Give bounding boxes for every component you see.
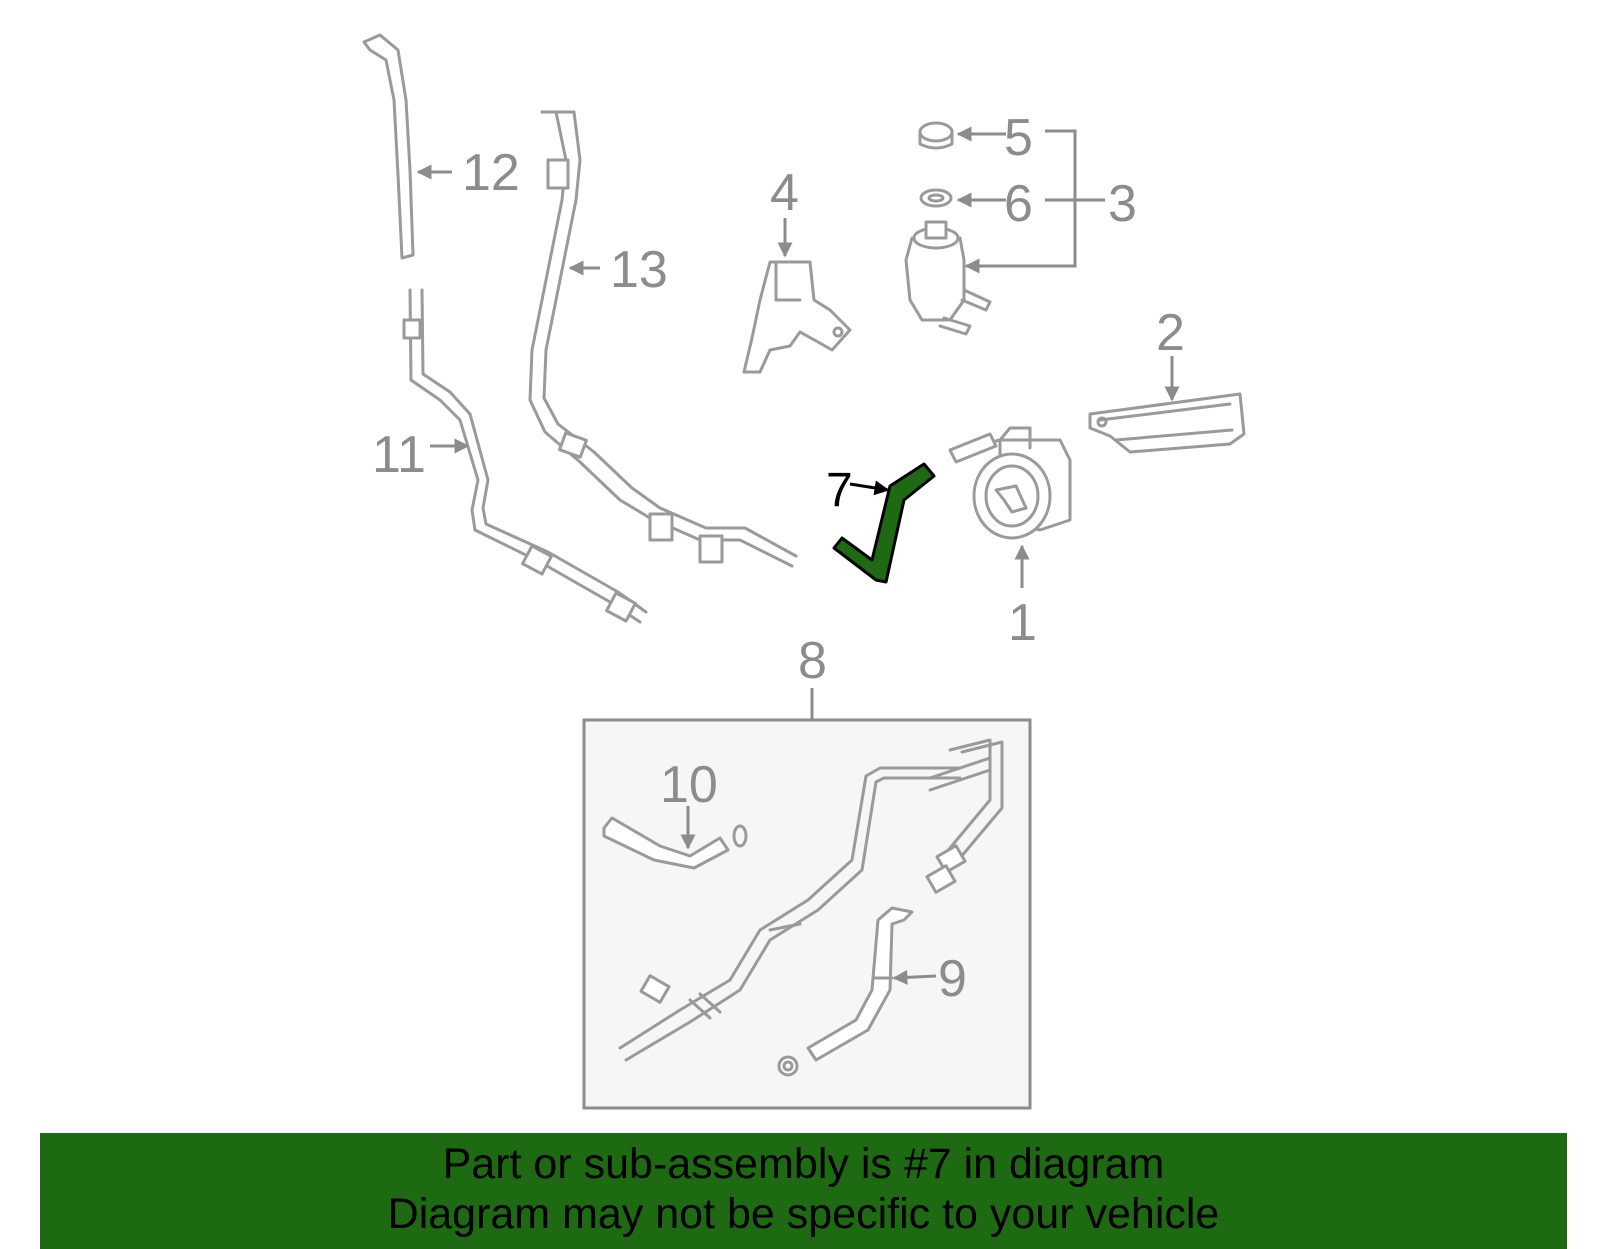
callout-10: 10 xyxy=(660,756,718,814)
part-3-reservoir[interactable] xyxy=(904,220,992,336)
callout-1: 1 xyxy=(1008,594,1037,652)
part-8-line-assembly[interactable] xyxy=(618,738,1004,1062)
part-13-pressure-hose[interactable] xyxy=(528,110,798,568)
part-9-hose[interactable] xyxy=(777,906,914,1077)
callout-11: 11 xyxy=(372,426,426,484)
callout-7: 7 xyxy=(826,464,853,517)
part-12-hose[interactable] xyxy=(362,33,415,260)
callout-13: 13 xyxy=(610,241,668,299)
callout-12: 12 xyxy=(462,144,520,202)
leader-9 xyxy=(892,969,937,985)
part-6-seal[interactable] xyxy=(919,188,953,208)
part-7-hose-highlighted[interactable] xyxy=(832,462,936,584)
leader-7 xyxy=(849,480,890,496)
part-5-cap[interactable] xyxy=(918,121,954,150)
banner-line-1: Part or sub-assembly is #7 in diagram xyxy=(442,1140,1165,1188)
callout-5: 5 xyxy=(1004,109,1033,167)
banner-line-2: Diagram may not be specific to your vehi… xyxy=(387,1190,1220,1238)
callout-8: 8 xyxy=(798,632,827,690)
callout-4: 4 xyxy=(770,164,799,222)
part-1-pump[interactable] xyxy=(948,426,1072,540)
part-10-hose[interactable] xyxy=(602,816,748,870)
callout-9: 9 xyxy=(938,950,967,1008)
callout-6: 6 xyxy=(1004,175,1033,233)
callout-2: 2 xyxy=(1156,304,1185,362)
callout-3: 3 xyxy=(1108,175,1137,233)
part-11-pressure-line[interactable] xyxy=(402,288,648,624)
info-banner: Part or sub-assembly is #7 in diagram Di… xyxy=(40,1133,1567,1249)
part-2-bracket[interactable] xyxy=(1088,392,1246,454)
part-4-bracket[interactable] xyxy=(742,260,852,374)
part-8-inset-box[interactable] xyxy=(582,718,1032,1110)
